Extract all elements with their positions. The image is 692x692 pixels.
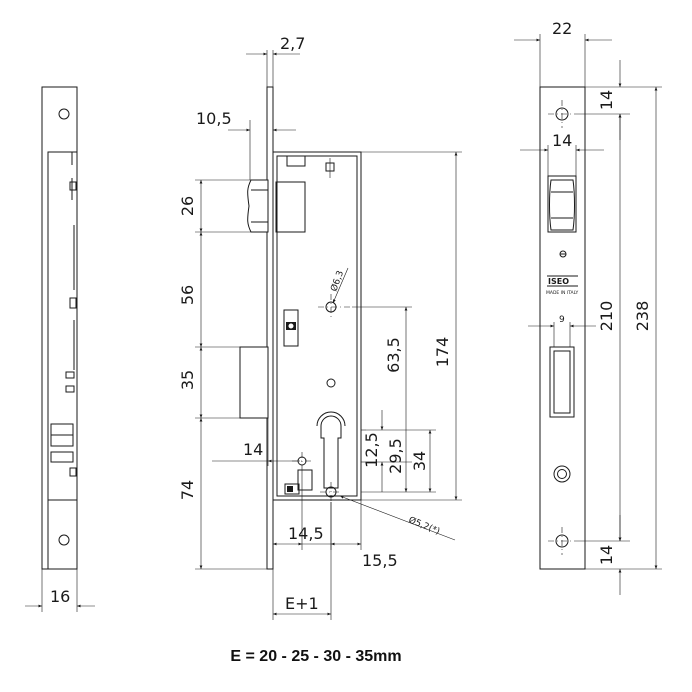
- faceplate-made-in: MADE IN ITALY: [546, 290, 579, 296]
- dim-latch-offset: 10,5: [196, 109, 232, 128]
- dim-hole-diameters: Ø6,3 Ø5,2(*): [328, 267, 456, 541]
- dim-plate-thickness-group: 2,7: [246, 34, 305, 87]
- dim-backset-15-5: 15,5: [362, 551, 398, 570]
- dim-case-width-group: E+1: [272, 502, 332, 620]
- dim-latch-to-bolt: 56: [178, 285, 197, 305]
- dim-hole-diameter-bottom: Ø5,2(*): [407, 515, 442, 538]
- front-view: [239, 86, 366, 570]
- dim-cyl-29-5: 29,5: [386, 438, 405, 474]
- dim-faceplate-top-hole: 14: [597, 90, 616, 110]
- dim-bolt-to-bottom: 74: [178, 480, 197, 500]
- dim-case-right-group: 174 63,5 12,5 29,5 34: [352, 151, 462, 501]
- dim-hole-diameter-top: Ø6,3: [328, 269, 346, 293]
- dim-case-height: 174: [433, 337, 452, 368]
- dim-backset-left-group: 14: [212, 418, 300, 466]
- dim-case-width: E+1: [285, 594, 319, 613]
- dim-faceplate-width: 22: [552, 19, 572, 38]
- dim-cyl-34: 34: [410, 451, 429, 471]
- faceplate-view: ISEO MADE IN ITALY: [539, 86, 586, 570]
- dim-bolt-height: 35: [178, 370, 197, 390]
- dim-faceplate-hole-span: 210: [597, 301, 616, 332]
- faceplate-brand: ISEO: [548, 277, 569, 286]
- dim-side-width: 16: [50, 587, 70, 606]
- faceplate-dimensions: 22 14 14 210 14 238 9: [514, 19, 662, 595]
- dim-left-chain: 26 56 35 74: [178, 179, 267, 570]
- dim-faceplate-length: 238: [633, 301, 652, 332]
- size-caption: E = 20 - 25 - 30 - 35mm: [230, 648, 402, 665]
- dim-backset-left: 14: [243, 440, 263, 459]
- dim-faceplate-latch-width: 14: [552, 131, 572, 150]
- dim-backset-14-5: 14,5: [288, 524, 324, 543]
- dim-cyl-12-5: 12,5: [362, 432, 381, 468]
- dim-latch-offset-group: 10,5: [196, 109, 296, 180]
- side-view: 16: [25, 86, 95, 612]
- dim-cyl-to-handle: 63,5: [384, 337, 403, 373]
- dim-faceplate-bottom-hole: 14: [597, 545, 616, 565]
- dim-latch-height: 26: [178, 196, 197, 216]
- dim-bottom-offsets-group: 14,5 15,5: [273, 470, 398, 570]
- dim-faceplate-slot: 9: [559, 315, 565, 325]
- dim-plate-thickness: 2,7: [280, 34, 305, 53]
